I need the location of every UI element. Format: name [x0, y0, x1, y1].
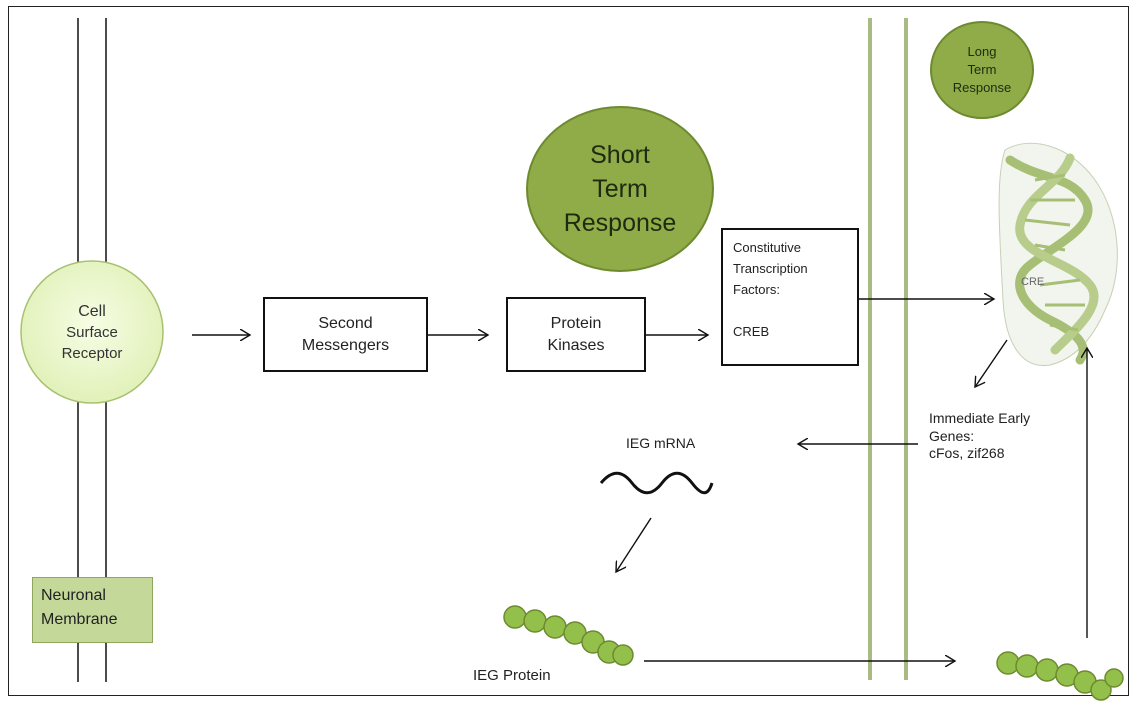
protein-kinases-line-1: Protein	[550, 314, 602, 332]
dna-helix-icon	[998, 142, 1118, 367]
ctf-line-1: Constitutive	[733, 240, 801, 255]
short-term-line-3: Response	[563, 209, 677, 237]
long-term-line-1: Long	[967, 44, 997, 59]
short-term-response-shape	[526, 106, 714, 272]
short-term-response-label: Short Term Response	[527, 107, 713, 271]
long-term-response-label: Long Term Response	[931, 22, 1033, 118]
short-term-line-1: Short	[590, 141, 650, 169]
ieg-line-1: Immediate Early	[929, 410, 1031, 426]
protein-kinases-line-2: Kinases	[547, 336, 605, 354]
ieg-protein-chain-icon	[503, 605, 634, 666]
ieg-mrna-squiggle-icon	[599, 471, 714, 495]
protein-kinases-box: Protein Kinases	[506, 297, 646, 372]
ieg-mrna-label: IEG mRNA	[626, 435, 696, 451]
second-messengers-box: Second Messengers	[263, 297, 428, 372]
arrow-mrna-to-protein	[616, 517, 652, 572]
arrow-cre-to-ieg	[975, 339, 1008, 387]
ctf-line-3: Factors:	[733, 282, 780, 297]
ieg-line-3: cFos, zif268	[929, 445, 1005, 461]
ieg-protein-chain-nucleus-icon	[996, 651, 1124, 701]
long-term-response-shape	[930, 21, 1034, 119]
receptor-line-1: Cell	[78, 302, 106, 320]
immediate-early-genes-label: Immediate Early Genes: cFos, zif268	[929, 410, 1030, 463]
second-messengers-line-2: Messengers	[301, 336, 390, 354]
ieg-line-2: Genes:	[929, 427, 975, 444]
cre-label: CRE	[1021, 276, 1045, 288]
constitutive-tf-box: Constitutive Transcription Factors: CREB	[721, 228, 859, 366]
long-term-line-3: Response	[952, 80, 1012, 95]
ctf-line-2: Transcription	[733, 261, 808, 276]
receptor-line-3: Receptor	[61, 344, 123, 362]
ieg-protein-label: IEG Protein	[473, 667, 551, 684]
neuronal-membrane-label: Neuronal Membrane	[32, 577, 153, 643]
diagram-frame	[8, 6, 1129, 696]
ctf-line-4	[733, 300, 857, 321]
cell-surface-receptor-label: Cell Surface Receptor	[21, 261, 163, 403]
ctf-line-5: CREB	[733, 324, 770, 339]
cell-surface-receptor-shape	[20, 260, 164, 404]
second-messengers-line-1: Second	[318, 314, 373, 332]
short-term-line-2: Term	[592, 175, 648, 203]
receptor-line-2: Surface	[66, 323, 118, 341]
long-term-line-2: Term	[967, 62, 997, 77]
neuronal-membrane-line-1: Neuronal	[41, 587, 106, 604]
neuronal-membrane-line-2: Membrane	[41, 611, 118, 628]
